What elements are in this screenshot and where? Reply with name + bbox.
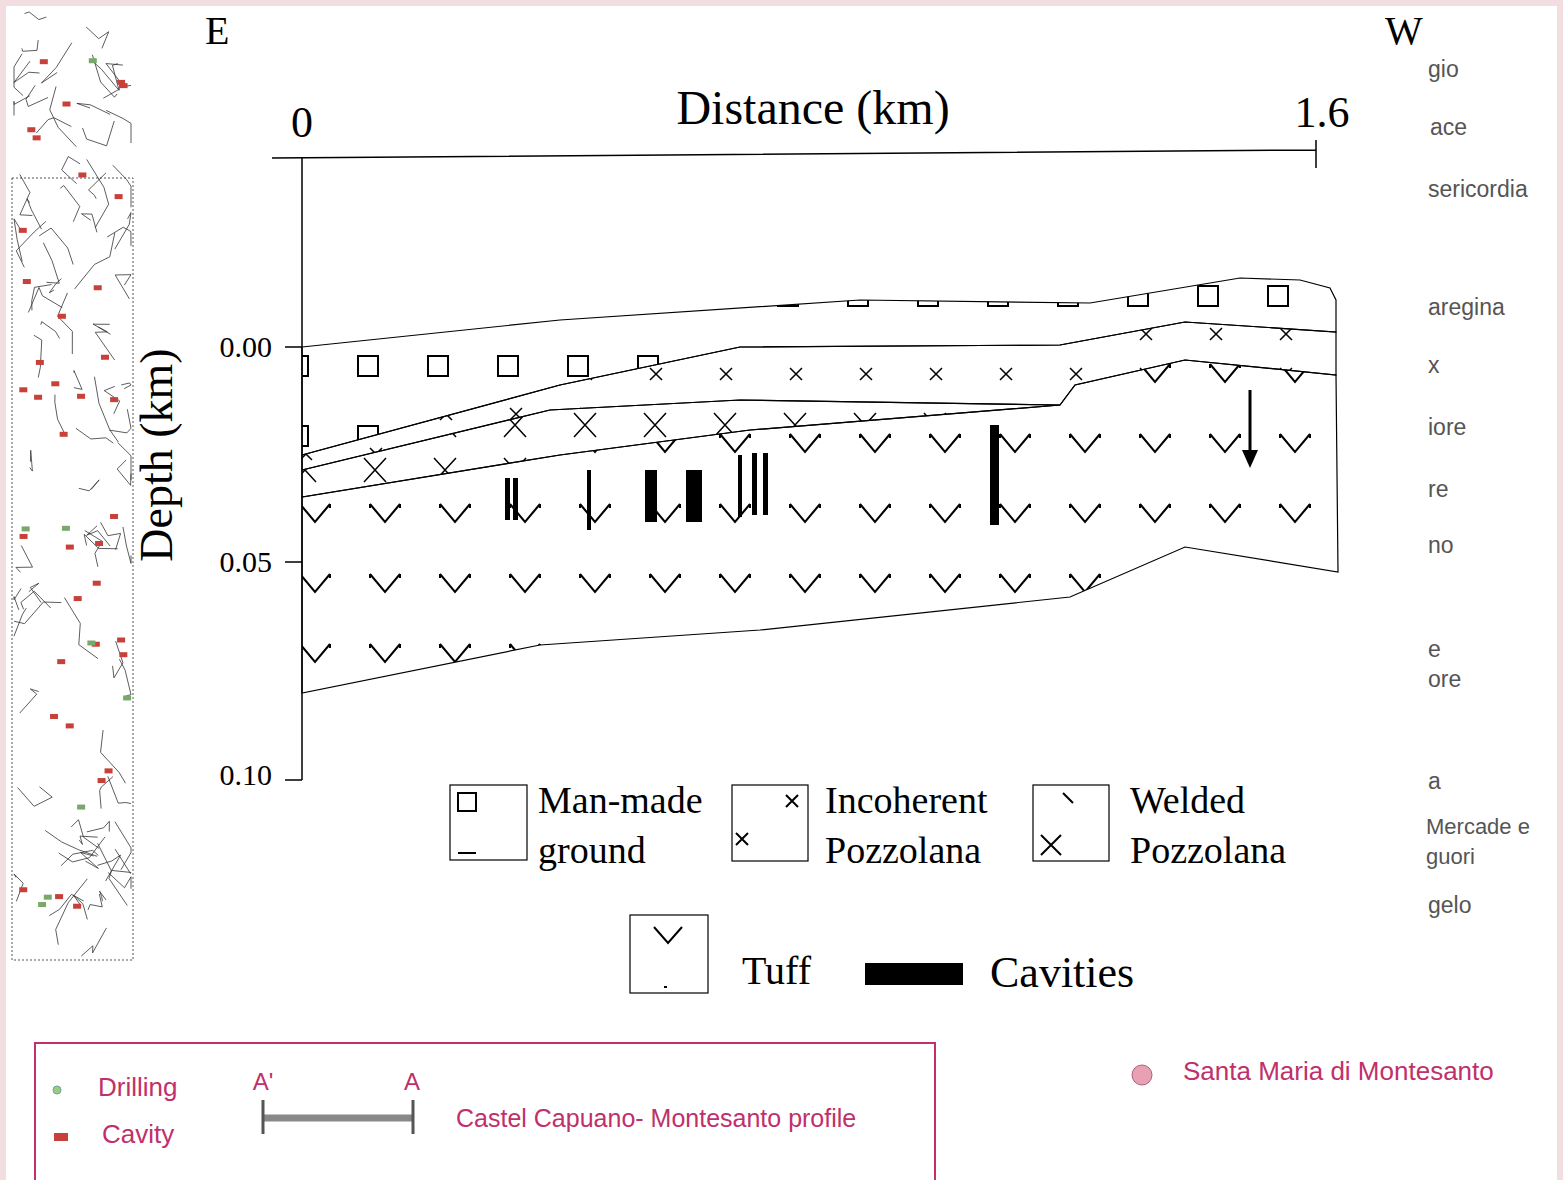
map-place-name: x [1428,352,1440,378]
legend-text: Incoherent Pozzolana [825,775,1025,875]
legend-text: Tuff [742,948,811,994]
street-map [12,12,133,960]
tuff-layer [302,360,1338,693]
cavity-shaft [1249,390,1252,458]
arrow-head [1242,450,1258,468]
cavity [505,478,510,520]
panel [6,6,1557,1180]
axis-label: Depth (km) [131,348,184,561]
map-place-name: gio [1428,56,1459,82]
map-place-name: aregina [1428,294,1505,320]
legend-text: Cavity [102,1120,174,1150]
axes [272,140,1316,780]
legend-text: Santa Maria di Montesanto [1183,1057,1494,1087]
legend-sample [732,785,808,861]
map-place-name: a [1428,768,1441,794]
legend-sample [1132,1065,1152,1085]
cavity [990,425,999,525]
legend-text: Drilling [98,1073,177,1103]
cavity [752,453,757,515]
legend-sample [450,785,527,860]
axis-label: W [1385,8,1423,54]
map-place-name: Mercade e guori [1426,812,1558,872]
legend-text: Welded Pozzolana [1130,775,1330,875]
legend-text: Cavities [990,948,1134,999]
axis-label: Distance (km) [676,80,949,135]
cavity [513,478,518,520]
axis-label: E [205,8,229,54]
axis-label: 0 [291,98,313,149]
profile-end-label: A [404,1068,420,1096]
legend-sample [865,963,963,985]
legend-sample [54,1133,68,1141]
axis-label: 0.10 [220,758,273,793]
map-place-name: no [1428,532,1454,558]
axis-label: 0.00 [220,330,273,365]
map-legend-box [35,1043,935,1180]
cavity [686,470,702,522]
cavity [645,470,657,522]
cavity [587,470,591,530]
map-place-name: re [1428,476,1448,502]
map-place-name: gelo [1428,892,1471,918]
legend-text: Castel Capuano- Montesanto profile [456,1104,856,1133]
cavity [763,453,768,515]
axis-label: 1.6 [1295,88,1350,139]
map-place-name: iore [1428,414,1466,440]
map-place-name: ace [1430,114,1467,140]
axis-label: 0.05 [220,545,273,580]
legend-sample [263,1100,413,1134]
legend-text: Man-made ground [538,775,728,875]
cavity [738,455,742,517]
legend-sample [1033,785,1109,861]
legend-sample [53,1086,61,1094]
map-place-name: ore [1428,666,1461,692]
profile-end-label: A' [253,1068,274,1096]
legend-sample [630,915,708,993]
map-place-name: sericordia [1428,176,1528,202]
map-place-name: e [1428,636,1441,662]
